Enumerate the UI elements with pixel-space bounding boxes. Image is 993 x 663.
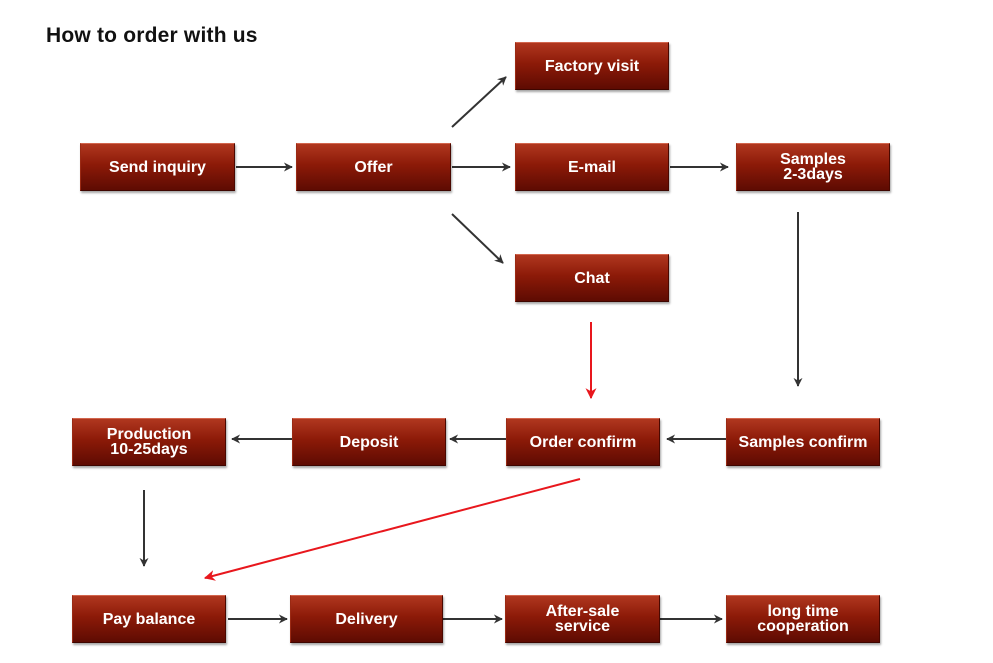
step-delivery: Delivery xyxy=(290,595,443,643)
step-after-sale-service: After-sale service xyxy=(505,595,660,643)
step-email: E-mail xyxy=(515,143,669,191)
step-deposit: Deposit xyxy=(292,418,446,466)
step-offer: Offer xyxy=(296,143,451,191)
step-send-inquiry: Send inquiry xyxy=(80,143,235,191)
step-order-confirm-label: Order confirm xyxy=(529,433,637,451)
step-factory-visit-label: Factory visit xyxy=(544,57,640,75)
step-samples-confirm: Samples confirm xyxy=(726,418,880,466)
step-long-time-cooperation: long time cooperation xyxy=(726,595,880,643)
step-email-label: E-mail xyxy=(567,158,616,176)
step-pay-balance-label: Pay balance xyxy=(102,610,196,628)
step-order-confirm: Order confirm xyxy=(506,418,660,466)
step-production-label: Production 10-25days xyxy=(106,426,192,458)
step-samples-confirm-label: Samples confirm xyxy=(738,433,868,451)
step-samples: Samples 2-3days xyxy=(736,143,890,191)
step-deposit-label: Deposit xyxy=(339,433,399,451)
step-long-time-cooperation-label: long time cooperation xyxy=(757,603,849,635)
step-offer-label: Offer xyxy=(354,158,393,176)
step-chat-label: Chat xyxy=(574,269,610,287)
step-pay-balance: Pay balance xyxy=(72,595,226,643)
step-chat: Chat xyxy=(515,254,669,302)
step-samples-label: Samples 2-3days xyxy=(780,151,846,183)
step-after-sale-service-label: After-sale service xyxy=(545,603,620,635)
step-factory-visit: Factory visit xyxy=(515,42,669,90)
step-delivery-label: Delivery xyxy=(335,610,398,628)
arrow-offer-to-factory-visit xyxy=(451,76,507,128)
arrow-offer-to-chat xyxy=(451,213,504,264)
step-production: Production 10-25days xyxy=(72,418,226,466)
page-title: How to order with us xyxy=(46,24,258,47)
step-send-inquiry-label: Send inquiry xyxy=(109,158,206,176)
red-arrow-order-confirm-to-pay-balance xyxy=(203,478,581,581)
